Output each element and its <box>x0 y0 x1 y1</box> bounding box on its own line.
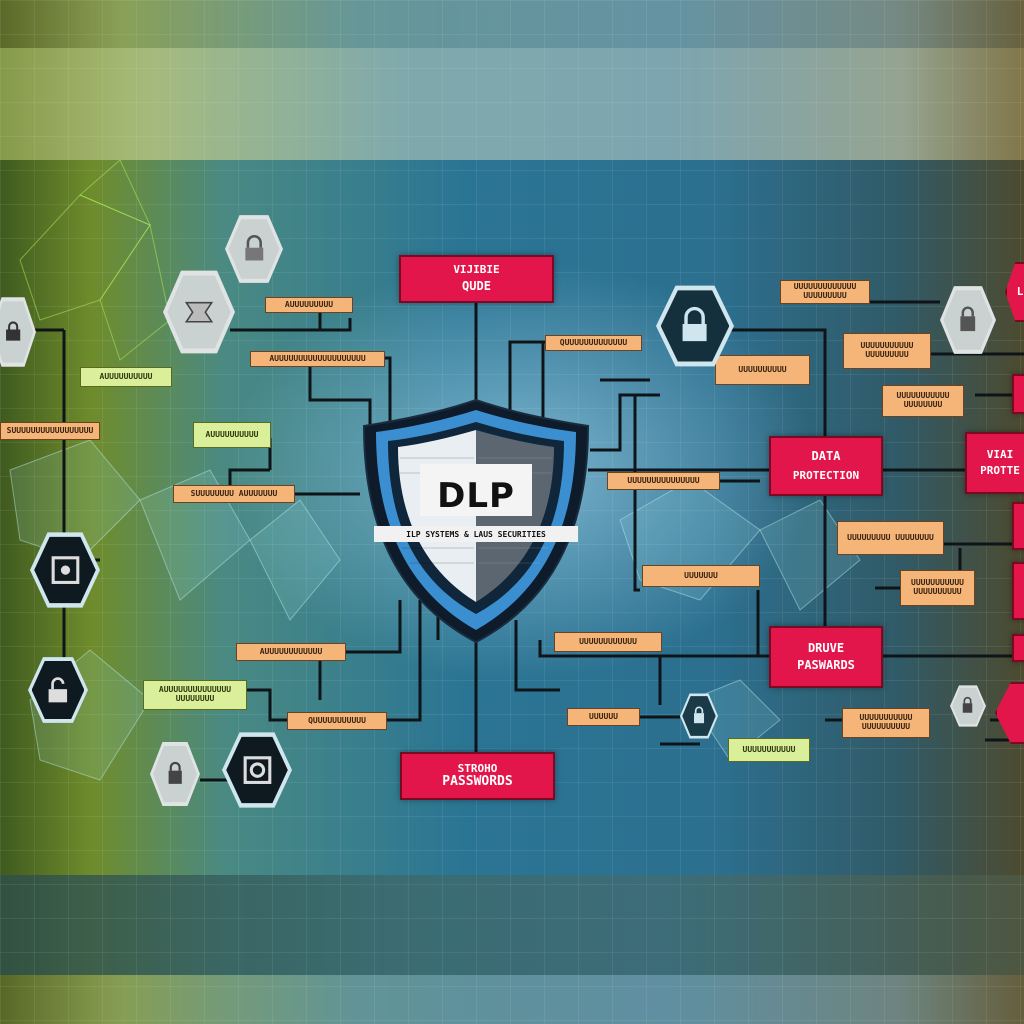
dlp-shield: DLP ILP SYSTEMS & LAUS SECURITIES <box>360 398 592 644</box>
label-a: AUUUUUUUUU <box>265 297 353 313</box>
hex-safe-bottom <box>222 732 292 808</box>
red-box-top: VIJIBIE QUDE <box>399 255 554 303</box>
label-n: UUUUUUUUUU <box>715 355 810 385</box>
red-box-drive-passwords-line1: DRUVE <box>807 640 845 655</box>
label-o: UUUUUUUUUUU UUUUUUUU <box>882 385 964 417</box>
padlock-icon <box>245 234 263 261</box>
label-f: UUUUUUUUUUUUUUU <box>607 472 720 490</box>
red-box-right-edge-protection-line1: VIAI <box>986 447 1014 461</box>
shield-icon <box>362 398 590 644</box>
label-d: QUUUUUUUUUUUUU <box>545 335 642 351</box>
label-q: UUUUUUUUUUU UUUUUUUUUU <box>900 570 975 606</box>
dlp-title: DLP <box>437 476 515 516</box>
label-m: UUUUUUUUUUU UUUUUUUUU <box>843 333 931 369</box>
red-box-data-protection: DATA PROTECTION <box>769 436 883 496</box>
label-e: SUUUUUUUU AUUUUUUU <box>173 485 295 503</box>
label-g: AUUUUUUUUUUUU <box>236 643 346 661</box>
red-tab-right-4 <box>1012 634 1024 662</box>
open-padlock-icon <box>48 676 68 702</box>
red-box-strong-passwords: STROHO PASSWORDS <box>400 752 555 800</box>
label-b: AUUUUUUUUUUUUUUUUUUU <box>250 351 385 367</box>
red-box-drive-passwords: DRUVE PASWARDS <box>769 626 883 688</box>
label-green-a: AUUUUUUUUUU <box>80 367 172 387</box>
label-r: UUUUUUUUUUU UUUUUUUUUU <box>842 708 930 738</box>
label-h: UUUUUUUUUUUU <box>554 632 662 652</box>
lock-safe-icon <box>51 556 79 584</box>
label-l: UUUUUUUUUUUUU UUUUUUUUU <box>780 280 870 304</box>
hex-lock-safe <box>30 532 100 608</box>
label-p: UUUUUUUUU UUUUUUUU <box>837 521 944 555</box>
label-green-c: AUUUUUUUUUUUUUU UUUUUUUU <box>143 680 247 710</box>
dlp-subtitle: ILP SYSTEMS & LAUS SECURITIES <box>374 526 578 542</box>
safe-icon <box>243 756 271 784</box>
top-band <box>0 0 1024 160</box>
red-box-data-protection-line1: DATA <box>811 449 841 464</box>
red-box-drive-passwords-line2: PASWARDS <box>797 658 855 672</box>
padlock-icon <box>168 761 182 784</box>
red-tab-right-2 <box>1012 502 1024 550</box>
red-hex-right-top-label: L <box>1016 284 1024 298</box>
red-box-top-line2: QUDE <box>462 279 491 294</box>
bottom-band <box>0 875 1024 1024</box>
label-green-b: AUUUUUUUUUU <box>193 422 271 448</box>
padlock-icon <box>682 307 708 342</box>
hex-padlock-top-right <box>656 285 734 367</box>
padlock-icon <box>963 697 973 714</box>
red-tab-right-3 <box>1012 562 1024 620</box>
padlock-icon <box>960 306 976 332</box>
red-tab-right-1 <box>1012 374 1024 414</box>
padlock-icon <box>693 706 705 724</box>
label-i: UUUUUUU <box>642 565 760 587</box>
red-box-top-line1: VIJIBIE <box>453 263 500 277</box>
padlock-icon <box>5 321 21 342</box>
label-green-d: UUUUUUUUUUU <box>728 738 810 762</box>
hex-padlock-bottom-1 <box>150 742 200 806</box>
red-box-right-edge-protection: VIAI PROTTE <box>965 432 1024 494</box>
vault-icon <box>184 301 214 323</box>
red-box-data-protection-line2: PROTECTION <box>792 468 860 482</box>
red-box-right-edge-protection-line2: PROTTE <box>980 464 1020 477</box>
red-box-strong-passwords-line1: STROHO <box>457 761 498 775</box>
label-c: SUUUUUUUUUUUUUUUUU <box>0 422 100 440</box>
label-j: QUUUUUUUUUUU <box>287 712 387 730</box>
label-k: UUUUUU <box>567 708 640 726</box>
red-box-strong-passwords-line2: PASSWORDS <box>442 773 513 789</box>
